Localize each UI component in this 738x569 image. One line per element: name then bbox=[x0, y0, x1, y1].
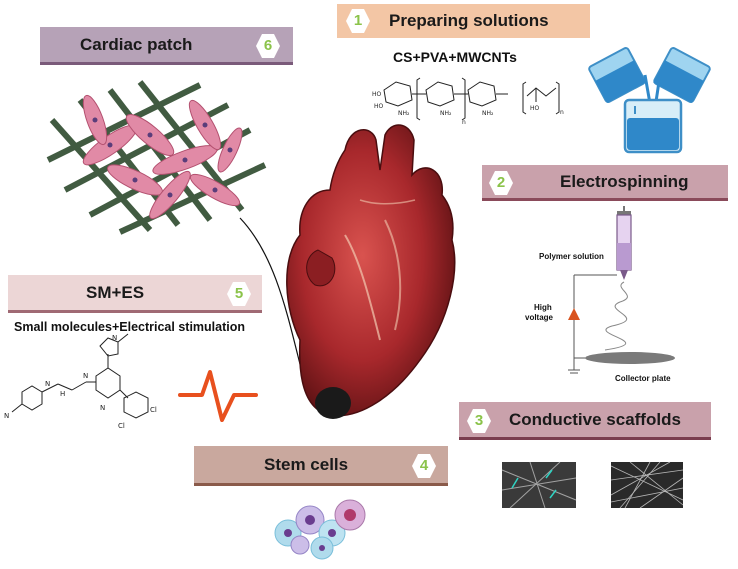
sm-es-subtitle: Small molecules+Electrical stimulation bbox=[14, 320, 245, 334]
svg-text:HO: HO bbox=[372, 91, 382, 98]
svg-text:NH₂: NH₂ bbox=[398, 110, 410, 117]
svg-text:H: H bbox=[60, 390, 65, 398]
svg-text:N: N bbox=[83, 372, 88, 380]
step-5-number-badge: 5 bbox=[226, 281, 252, 307]
step-2-number-badge: 2 bbox=[488, 170, 514, 196]
high-label: High bbox=[534, 303, 552, 312]
step-4-banner: Stem cells bbox=[194, 446, 448, 486]
step-6-number-badge: 6 bbox=[255, 33, 281, 59]
step-1-number: 1 bbox=[353, 12, 363, 29]
step-6-title: Cardiac patch bbox=[80, 34, 193, 54]
solution-formula: CS+PVA+MWCNTs bbox=[393, 49, 517, 65]
svg-text:N: N bbox=[100, 404, 105, 412]
step-1-number-badge: 1 bbox=[345, 8, 371, 34]
svg-text:NH₂: NH₂ bbox=[440, 110, 452, 117]
step-4-number: 4 bbox=[419, 457, 429, 474]
step-2-title: Electrospinning bbox=[560, 171, 689, 191]
step-4-number-badge: 4 bbox=[411, 453, 437, 479]
step-3-title: Conductive scaffolds bbox=[509, 409, 681, 429]
step-5-banner: SM+ES bbox=[8, 275, 262, 313]
svg-text:NH₂: NH₂ bbox=[482, 110, 494, 117]
svg-text:n: n bbox=[462, 119, 466, 126]
step-5-title: SM+ES bbox=[86, 282, 145, 302]
collector-plate-label: Collector plate bbox=[615, 374, 671, 383]
step-3-number: 3 bbox=[474, 412, 484, 429]
step-4-title: Stem cells bbox=[264, 454, 349, 474]
step-1-title: Preparing solutions bbox=[389, 11, 549, 30]
step-2-banner: Electrospinning bbox=[482, 165, 728, 201]
svg-text:Cl: Cl bbox=[150, 406, 157, 414]
svg-text:Cl: Cl bbox=[118, 422, 125, 430]
svg-text:n: n bbox=[560, 109, 564, 116]
polymer-solution-label: Polymer solution bbox=[539, 252, 604, 261]
svg-text:HO: HO bbox=[530, 105, 540, 112]
step-5-number: 5 bbox=[234, 285, 244, 302]
step-3-banner: Conductive scaffolds bbox=[459, 402, 711, 440]
voltage-label: voltage bbox=[525, 313, 554, 322]
step-2-number: 2 bbox=[496, 174, 506, 191]
step-3-number-badge: 3 bbox=[466, 408, 492, 434]
svg-text:HO: HO bbox=[374, 103, 384, 110]
svg-text:N: N bbox=[112, 334, 117, 342]
step-1-banner: Preparing solutions bbox=[337, 4, 590, 38]
step-6-number: 6 bbox=[263, 37, 273, 54]
step-6-banner: Cardiac patch bbox=[40, 27, 293, 65]
svg-text:N: N bbox=[45, 380, 50, 388]
svg-text:N: N bbox=[4, 412, 9, 420]
